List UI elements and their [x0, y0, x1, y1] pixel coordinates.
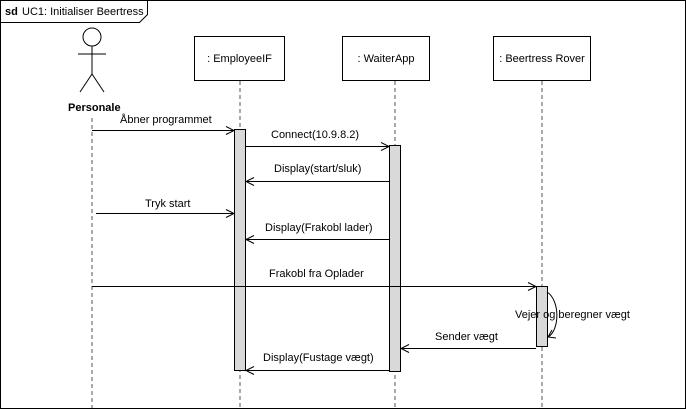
frame-title: UC1: Initialiser Beertress	[22, 6, 144, 18]
arrowhead-icon	[225, 209, 236, 218]
message-label-6: Frakobl fra Oplader	[269, 268, 364, 280]
message-label-3: Display(start/sluk)	[274, 163, 361, 175]
arrowhead-icon	[244, 235, 255, 244]
lifeline-head-waiter	[342, 36, 430, 81]
activation-employee	[234, 129, 246, 371]
message-label-5: Display(Frakobl lader)	[265, 222, 373, 234]
arrowhead-icon	[380, 142, 391, 151]
actor-name: Personale	[68, 102, 121, 114]
arrowhead-icon	[225, 126, 236, 135]
arrowhead-icon	[547, 329, 557, 339]
actor-head-icon	[82, 27, 102, 47]
lifeline-head-rover	[493, 36, 591, 81]
lifeline-label-waiter: : WaiterApp	[357, 53, 414, 65]
message-label-8: Sender vægt	[435, 331, 498, 343]
activation-waiter	[389, 145, 401, 372]
arrowhead-icon	[527, 282, 538, 291]
arrowhead-icon	[399, 344, 410, 353]
message-label-1: Åbner programmet	[120, 113, 212, 126]
lifeline-head-employee	[194, 36, 285, 81]
lifeline-label-rover: : Beertress Rover	[499, 53, 585, 65]
frame-keyword: sd	[5, 6, 18, 18]
message-label-9: Display(Fustage vægt)	[263, 352, 374, 364]
message-label-4: Tryk start	[145, 198, 190, 210]
arrowhead-icon	[244, 366, 255, 375]
actor-figure	[78, 27, 106, 93]
message-label-2: Connect(10.9.8.2)	[271, 129, 359, 141]
lifeline-label-employee: : EmployeeIF	[207, 53, 272, 65]
message-label-7: Vejer og beregner vægt	[515, 309, 630, 321]
arrowhead-icon	[244, 177, 255, 186]
activation-rover	[536, 286, 548, 347]
frame-tab	[0, 0, 148, 23]
self-message-line	[546, 291, 558, 338]
